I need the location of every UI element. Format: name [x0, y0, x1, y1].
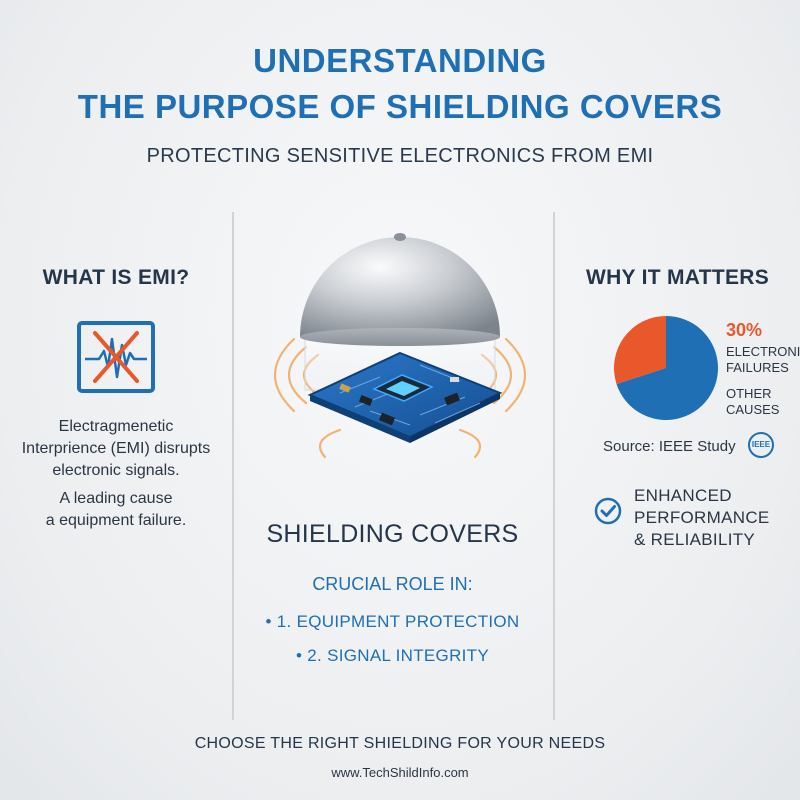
- emi-text-line: Interprience (EMI) disrupts: [21, 440, 211, 457]
- pie-slice: [614, 316, 666, 385]
- failure-causes-pie-chart: [614, 316, 718, 420]
- benefit-text: ENHANCED PERFORMANCE & RELIABILITY: [634, 485, 770, 551]
- emi-text-line: A leading cause: [59, 490, 173, 507]
- right-divider: [553, 212, 555, 720]
- emi-text-line: a equipment failure.: [45, 512, 187, 529]
- pie-label-line: FAILURES: [726, 360, 789, 375]
- pie-label-other-causes: OTHER CAUSES: [726, 386, 779, 418]
- emi-text-line: electronic signals.: [52, 462, 180, 479]
- pie-label-line: OTHER: [726, 386, 772, 401]
- ieee-logo-icon: IEEE: [748, 432, 774, 458]
- benefit-line: PERFORMANCE: [634, 508, 770, 527]
- emi-description: Electragmenetic Interprience (EMI) disru…: [0, 416, 232, 532]
- emi-heading: WHAT IS EMI?: [42, 266, 190, 289]
- crucial-role-heading: CRUCIAL ROLE IN:: [312, 574, 473, 594]
- subtitle: PROTECTING SENSITIVE ELECTRONICS FROM EM…: [146, 145, 654, 167]
- pie-label-line: CAUSES: [726, 402, 780, 417]
- shielding-cover-illustration: [270, 225, 530, 465]
- bullet-equipment-protection: • 1. EQUIPMENT PROTECTION: [265, 612, 520, 631]
- pie-label-electronic-failures: ELECTRONIC FAILURES: [726, 344, 800, 376]
- title-line-1: UNDERSTANDING: [253, 42, 547, 79]
- footer-url[interactable]: www.TechShildInfo.com: [331, 765, 469, 780]
- why-it-matters-heading: WHY IT MATTERS: [585, 266, 770, 289]
- chart-source: Source: IEEE Study: [603, 438, 736, 455]
- pie-percent-label: 30%: [726, 320, 763, 340]
- shielding-covers-heading: SHIELDING COVERS: [266, 520, 519, 548]
- checkmark-circle-icon: [594, 497, 622, 525]
- pie-label-line: ELECTRONIC: [726, 344, 800, 359]
- benefit-line: ENHANCED: [634, 486, 732, 505]
- title-line-2: THE PURPOSE OF SHIELDING COVERS: [77, 88, 723, 125]
- left-divider: [232, 212, 234, 720]
- emi-text-line: Electragmenetic: [58, 418, 174, 435]
- pie-slice: [616, 316, 718, 420]
- bullet-signal-integrity: • 2. SIGNAL INTEGRITY: [296, 646, 489, 665]
- emi-waveform-crossed-icon: [77, 321, 155, 393]
- benefit-line: & RELIABILITY: [634, 530, 756, 549]
- footer-tagline: CHOOSE THE RIGHT SHIELDING FOR YOUR NEED…: [194, 735, 606, 752]
